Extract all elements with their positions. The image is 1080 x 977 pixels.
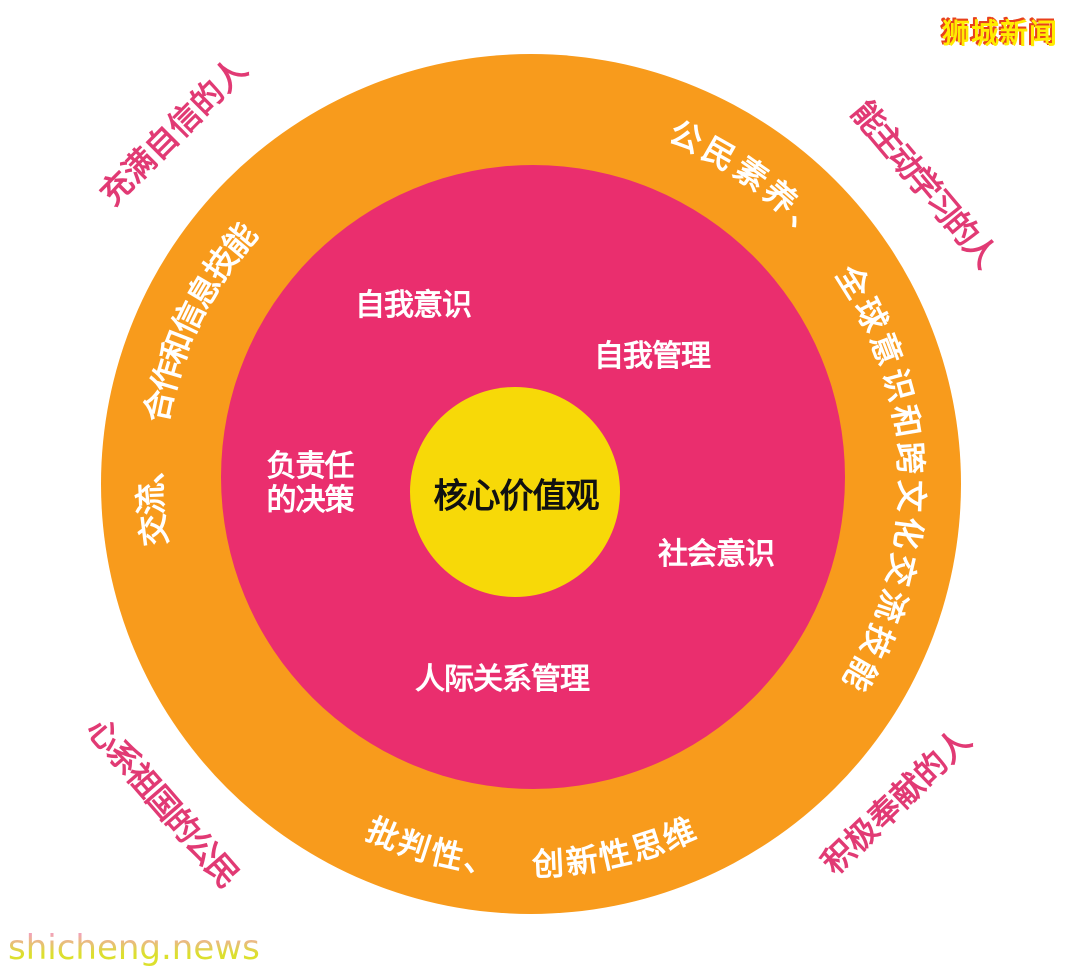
label-self-awareness: 自我意识 bbox=[355, 288, 472, 323]
watermark-url: shicheng.news bbox=[8, 928, 260, 968]
core-values-label: 核心价值观 bbox=[433, 476, 600, 517]
ring-arc-char-civic-global-cross-cultural-skills: 跨 bbox=[890, 441, 931, 476]
label-relationship-management: 人际关系管理 bbox=[415, 662, 590, 697]
ring-arc-char-critical-inventive-thinking: 创 bbox=[531, 843, 565, 884]
ring-arc-char-civic-global-cross-cultural-skills: 文 bbox=[891, 479, 931, 513]
ring-arc-char-critical-inventive-thinking: 性 bbox=[427, 832, 467, 877]
core-values-circle bbox=[410, 387, 620, 597]
ring-arc-char-communication-collaboration-information-skills: 流 bbox=[131, 482, 171, 517]
label-responsible-decision-line2: 的决策 bbox=[266, 483, 355, 518]
ring-arc-char-critical-inventive-thinking: 、 bbox=[461, 839, 499, 882]
ring-arc-char-critical-inventive-thinking: 性 bbox=[595, 832, 635, 877]
ring-arc-char-civic-global-cross-cultural-skills: 交 bbox=[879, 549, 924, 590]
ring-arc-char-critical-inventive-thinking bbox=[508, 847, 521, 879]
site-logo: 狮城新闻 bbox=[941, 17, 1058, 50]
label-self-management: 自我管理 bbox=[594, 339, 711, 374]
ring-arc-char-communication-collaboration-information-skills: 、 bbox=[131, 451, 171, 485]
ring-arc-char-civic-global-cross-cultural-skills: 化 bbox=[886, 514, 929, 552]
label-responsible-decision-line1: 负责任 bbox=[266, 449, 355, 484]
ring-arc-char-civic-global-cross-cultural-skills: 和 bbox=[884, 402, 928, 441]
label-social-awareness: 社会意识 bbox=[658, 537, 775, 572]
ring-arc-char-communication-collaboration-information-skills: 交 bbox=[133, 512, 175, 549]
label-responsible-decision-making: 负责任 的决策 bbox=[266, 449, 355, 518]
ring-arc-char-critical-inventive-thinking: 新 bbox=[563, 839, 601, 882]
